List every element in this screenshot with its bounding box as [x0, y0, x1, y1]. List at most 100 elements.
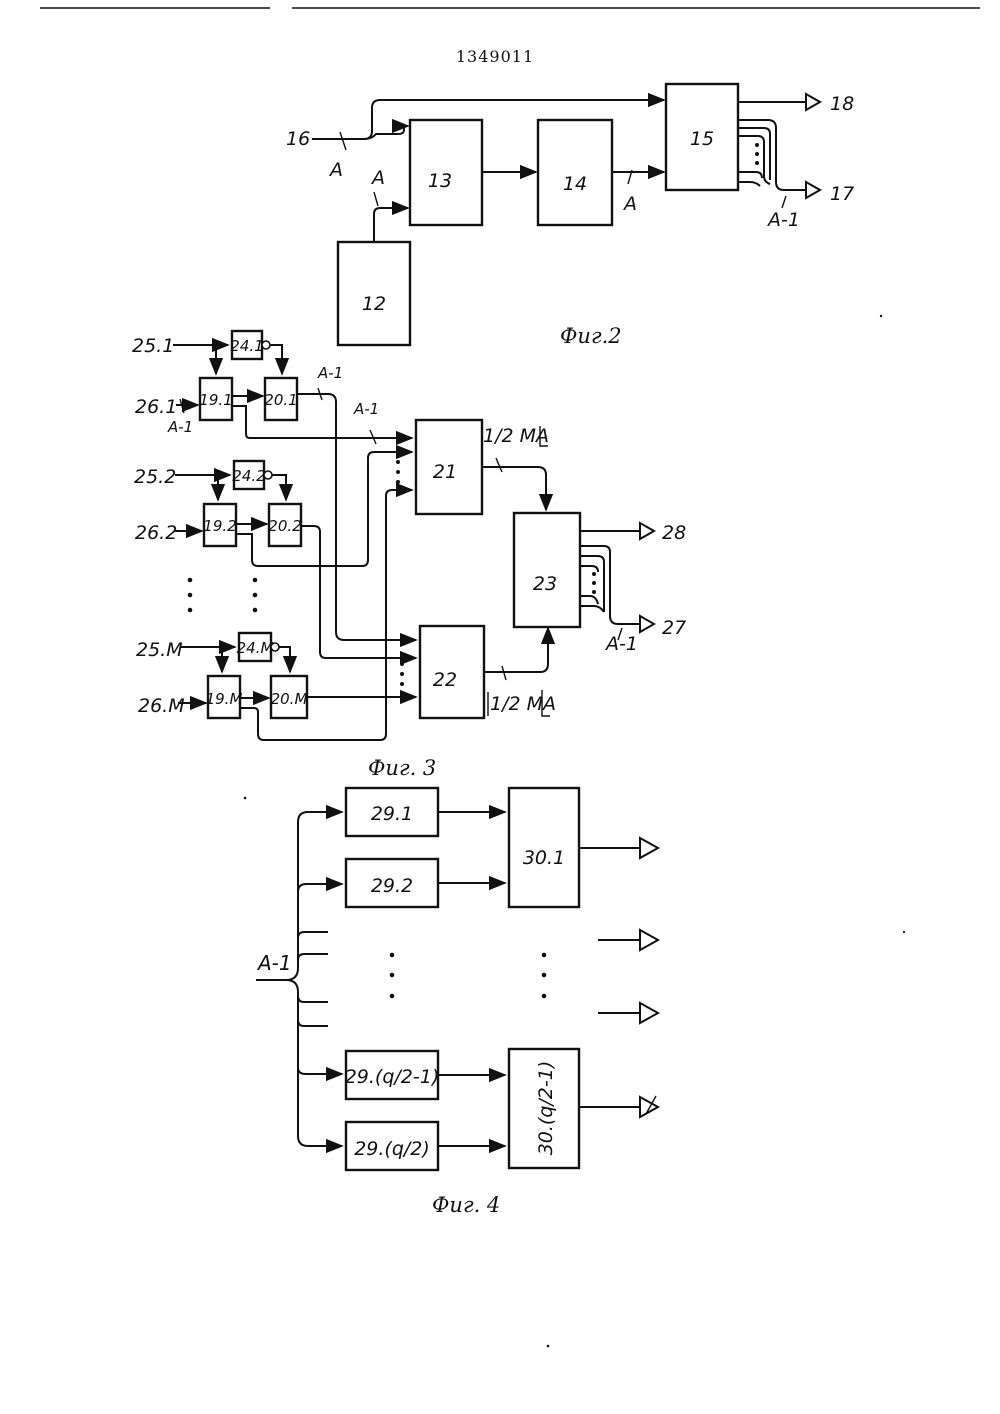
ellipsis-dot	[253, 593, 258, 598]
figure-4: A-1 29.1 29.2 29.(q/2-1) 29.(q/2) 30.1 3…	[256, 788, 658, 1217]
bus-dot	[400, 672, 404, 676]
output-17-label: 17	[830, 183, 854, 205]
input-16-label: 16	[286, 128, 310, 150]
wire-bus-stub	[298, 1020, 328, 1026]
bus-tick-input	[340, 132, 346, 150]
ellipsis-dot	[390, 953, 395, 958]
bus-tick-12	[374, 192, 378, 206]
inverter-bubble-24-2	[264, 471, 272, 479]
ellipsis-dot	[390, 973, 395, 978]
bus-23-to-27	[580, 546, 640, 624]
bus-tick-21	[496, 458, 502, 472]
input-bus-label: A-1	[256, 951, 292, 975]
figure-4-caption: Фиг. 4	[432, 1193, 500, 1217]
bus-a-14-label: A	[622, 193, 637, 215]
wire-16-to-13	[364, 126, 408, 139]
wire-bus-to-29-q2m1	[298, 1068, 342, 1074]
input-26-1-label: 26.1	[135, 396, 177, 418]
block-21-label: 21	[433, 461, 457, 483]
block-20-m-label: 20.M	[271, 690, 308, 708]
output-arrow	[640, 838, 658, 858]
scan-speck	[903, 931, 905, 933]
output-27-arrow	[640, 616, 654, 632]
bus-a1-26-label: A-1	[167, 418, 193, 436]
junction-dot	[214, 343, 218, 347]
output-arrow	[640, 930, 658, 950]
block-14-label: 14	[563, 173, 587, 195]
bus-15-to-17	[738, 120, 806, 190]
wire-21-to-23	[482, 467, 546, 510]
block-19-1-label: 19.1	[199, 391, 232, 409]
bus-a1-19-label: A-1	[353, 400, 379, 418]
wire-22-to-23	[484, 628, 548, 672]
bus-a1-out-label: A-1	[766, 209, 800, 231]
bus-half-ma-top-label: 1/2 MA	[483, 425, 549, 447]
block-29-1-label: 29.1	[371, 803, 413, 825]
bus-dot	[755, 161, 759, 165]
ellipsis-dot	[542, 994, 547, 999]
input-25-m-label: 25.M	[136, 639, 183, 661]
wire-24-1-to-20-1	[270, 345, 282, 374]
wire-bus-stub	[298, 932, 328, 938]
bus-dot	[396, 470, 400, 474]
block-30-1-label: 30.1	[523, 847, 565, 869]
wire-bus-to-29-2	[298, 884, 342, 892]
bus-dot	[592, 572, 596, 576]
output-28-arrow	[640, 523, 654, 539]
output-17-arrow	[806, 182, 820, 198]
bus-a-input-label: A	[328, 159, 343, 181]
bus-dot	[396, 480, 400, 484]
bus-dot	[400, 662, 404, 666]
input-26-2-label: 26.2	[135, 522, 177, 544]
bus-dot	[755, 152, 759, 156]
input-25-1-label: 25.1	[132, 335, 174, 357]
ellipsis-dot	[390, 994, 395, 999]
junction-dot	[220, 645, 224, 649]
output-18-arrow	[806, 94, 820, 110]
wire-12-to-13	[374, 208, 408, 242]
wire-20-1-to-22	[297, 394, 416, 640]
block-29-q2m1-label: 29.(q/2-1)	[345, 1066, 440, 1088]
output-27-label: 27	[662, 617, 686, 639]
wire-24-m-to-20-m	[279, 647, 290, 672]
figure-2-caption: Фиг.2	[560, 324, 622, 348]
block-24-2-label: 24.2	[232, 467, 265, 485]
block-19-2-label: 19.2	[203, 517, 236, 535]
wire-24-2-to-20-2	[272, 475, 286, 500]
block-12-label: 12	[362, 293, 386, 315]
bus-dot	[592, 590, 596, 594]
output-18-label: 18	[830, 93, 854, 115]
figure-3: 25.1 24.1 19.1 20.1 26.1 A-1 A-1 A-1 21 …	[132, 331, 686, 780]
ellipsis-dot	[253, 578, 258, 583]
bus-dot	[592, 581, 596, 585]
block-29-q2-label: 29.(q/2)	[354, 1138, 430, 1160]
block-24-m-label: 24.M	[237, 639, 274, 657]
scan-speck	[880, 315, 882, 317]
ellipsis-dot	[188, 578, 193, 583]
bus-half-ma-bottom-label: 1/2 MA	[490, 693, 556, 715]
bus-a1-20-label: A-1	[317, 364, 343, 382]
wire-19-1-to-21	[232, 406, 412, 438]
bus-tick-17	[782, 196, 786, 208]
block-20-1-label: 20.1	[264, 391, 297, 409]
inverter-bubble-24-m	[271, 643, 279, 651]
block-20-2-label: 20.2	[268, 517, 301, 535]
wire-bus-to-29-q2	[286, 980, 342, 1146]
figure-3-caption: Фиг. 3	[368, 756, 436, 780]
wire-bus-stub	[298, 996, 328, 1002]
wire-bus-stub	[298, 954, 328, 960]
bus-dot	[400, 682, 404, 686]
output-arrow	[640, 1003, 658, 1023]
output-arrow	[640, 1097, 658, 1117]
bus-dot	[755, 143, 759, 147]
bus-a-12-label: A	[370, 167, 385, 189]
block-13-label: 13	[428, 170, 452, 192]
scan-speck	[244, 797, 247, 800]
document-number: 1349011	[456, 47, 534, 66]
ellipsis-dot	[542, 953, 547, 958]
output-28-label: 28	[662, 522, 686, 544]
block-22-label: 22	[433, 669, 457, 691]
input-25-2-label: 25.2	[134, 466, 176, 488]
bus-a1-out-label: A-1	[604, 633, 638, 655]
